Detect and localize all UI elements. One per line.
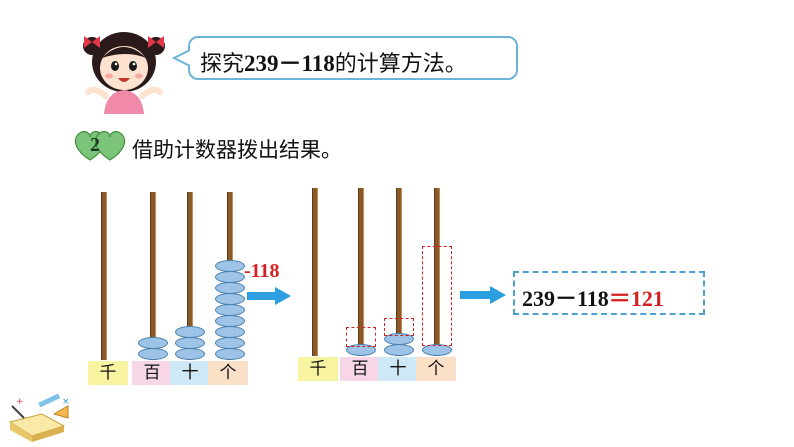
heart-badge-icon bbox=[74, 130, 126, 161]
math-tools-icon: + × bbox=[8, 393, 70, 442]
abacus-bead bbox=[215, 282, 245, 294]
abacus-bead bbox=[175, 337, 205, 349]
abacus-bead bbox=[422, 344, 452, 356]
place-label-hundreds: 百 bbox=[132, 361, 172, 385]
place-label-tens: 十 bbox=[170, 361, 210, 385]
bubble-tail bbox=[172, 49, 191, 67]
abacus-bead bbox=[346, 344, 376, 356]
operation-label: -118 bbox=[244, 260, 280, 282]
abacus-rod-ones bbox=[434, 188, 440, 356]
place-label-hundreds: 百 bbox=[340, 357, 380, 381]
abacus-bead bbox=[215, 326, 245, 338]
removed-beads-marker bbox=[346, 327, 376, 347]
place-label-ones: 个 bbox=[208, 361, 248, 385]
result-box bbox=[513, 271, 705, 315]
place-label-tens: 十 bbox=[378, 357, 418, 381]
abacus-bead bbox=[138, 337, 168, 349]
svg-text:×: × bbox=[62, 397, 70, 407]
place-label-thousands: 千 bbox=[88, 361, 128, 385]
abacus-bead bbox=[215, 304, 245, 316]
abacus-rod-hundreds bbox=[358, 188, 364, 356]
abacus-bead bbox=[138, 348, 168, 360]
prompt-expression: 239－118 bbox=[244, 51, 335, 76]
abacus-bead bbox=[384, 333, 414, 345]
step-title: 借助计数器拨出结果。 bbox=[132, 138, 342, 162]
abacus-bead bbox=[215, 260, 245, 272]
abacus-bead bbox=[215, 315, 245, 327]
abacus-rod-tens bbox=[396, 188, 402, 356]
result-answer: 121 bbox=[630, 286, 664, 311]
abacus-bead bbox=[215, 293, 245, 305]
abacus-bead bbox=[215, 348, 245, 360]
abacus-bead bbox=[175, 348, 205, 360]
abacus-rod-thousands bbox=[101, 192, 107, 360]
place-label-ones: 个 bbox=[416, 357, 456, 381]
place-label-thousands: 千 bbox=[298, 357, 338, 381]
abacus-rod-tens bbox=[187, 192, 193, 360]
step-number: 2 bbox=[90, 134, 100, 156]
abacus-bead bbox=[175, 326, 205, 338]
prompt-suffix: 的计算方法。 bbox=[334, 52, 467, 77]
abacus-rod-thousands bbox=[312, 188, 318, 356]
abacus-bead bbox=[215, 271, 245, 283]
prompt-text: 探究239－118的计算方法。 bbox=[200, 44, 467, 78]
girl-illustration bbox=[83, 32, 165, 114]
svg-text:+: + bbox=[16, 397, 24, 407]
removed-beads-marker bbox=[384, 318, 414, 336]
removed-beads-marker bbox=[422, 246, 452, 346]
arrow-right-icon bbox=[247, 287, 291, 305]
speech-bubble bbox=[188, 36, 518, 80]
result-expression: 239－118 bbox=[522, 286, 609, 311]
arrow-right-icon bbox=[460, 286, 506, 304]
abacus-bead bbox=[384, 344, 414, 356]
prompt-prefix: 探究 bbox=[200, 52, 245, 77]
abacus-bead bbox=[215, 337, 245, 349]
abacus-rod-hundreds bbox=[150, 192, 156, 360]
result-equation: 239－118＝121 bbox=[522, 281, 664, 313]
result-equals: ＝ bbox=[608, 286, 631, 311]
